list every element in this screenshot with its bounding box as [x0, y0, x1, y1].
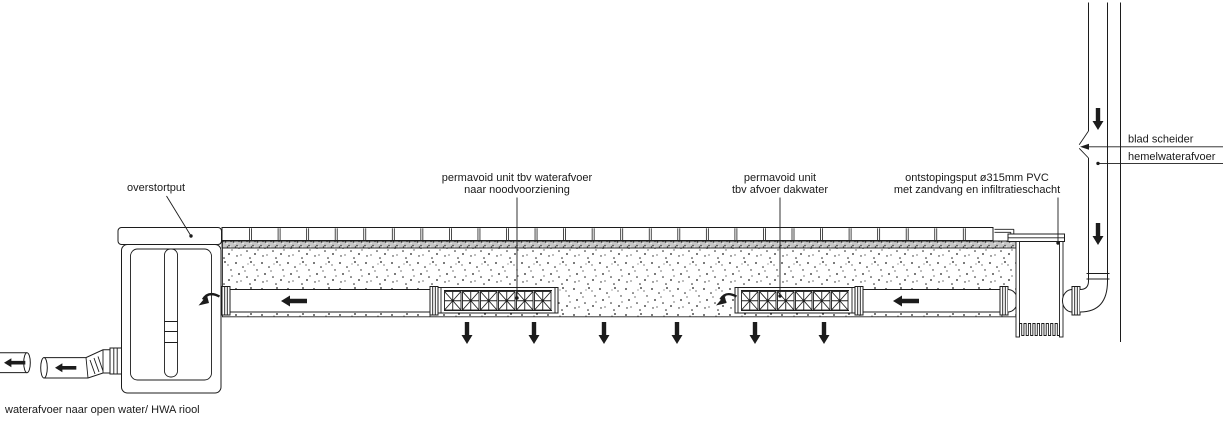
permavoid-crate-cell — [462, 291, 480, 311]
permavoid-crate-cell — [795, 291, 813, 311]
pipe-coupling — [854, 286, 864, 316]
permavoid-crate-cell — [480, 291, 498, 311]
callout-permavoid-emergency: permavoid unit tbv waterafvoer naar nood… — [442, 172, 593, 300]
leader-dot — [1096, 161, 1100, 166]
infiltration-arrow-icon — [818, 322, 830, 344]
leader-dot — [515, 296, 519, 300]
infiltration-arrow-icon — [749, 322, 761, 344]
permavoid-crate-cell — [516, 291, 534, 311]
drainage-level — [221, 286, 1018, 316]
infiltration-arrow-icon — [598, 322, 610, 344]
outlet-pipe-segment-far — [0, 352, 31, 374]
outlet-pipe-segment-near — [40, 349, 111, 379]
callout-permavoid-roof: permavoid unit tbv afvoer dakwater — [732, 172, 828, 298]
permavoid-crate-cell — [534, 291, 552, 311]
pipe-coupling — [429, 286, 439, 316]
leaf-separator-notch — [1078, 130, 1089, 159]
pavement-layer — [221, 227, 1015, 241]
leader-dot — [778, 294, 782, 298]
callout-overstortput: overstortput — [127, 182, 193, 238]
pit-wall-right — [1059, 241, 1064, 338]
paver-joints — [249, 228, 966, 240]
permavoid-crate-cell — [741, 291, 759, 311]
pipe-coupling — [999, 286, 1009, 316]
permavoid-crate-cell — [444, 291, 462, 311]
overstort-pit — [117, 227, 222, 394]
infiltration-shaft-serration — [1019, 323, 1060, 337]
permavoid-crate-cell — [813, 291, 831, 311]
bedding-layer — [221, 240, 1017, 249]
flow-arrow-left-icon — [4, 358, 26, 368]
ontstoping-pit — [1007, 233, 1081, 338]
pit-lid — [117, 227, 222, 245]
permavoid-row-2 — [734, 287, 856, 314]
permavoid-crate-cell — [831, 291, 849, 311]
outlet-pipes — [0, 347, 122, 379]
infiltration-arrow-icon — [671, 322, 683, 344]
infiltration-arrow-icon — [461, 322, 473, 344]
callout-label: met zandvang en infiltratieschacht — [894, 184, 1060, 196]
flow-arrow-down-icon — [1092, 223, 1104, 245]
pit-body — [121, 244, 222, 394]
callout-blad-scheider: blad scheider — [1080, 134, 1223, 150]
leader-dot — [189, 234, 193, 238]
callout-label: tbv afvoer dakwater — [732, 184, 828, 196]
callout-label: blad scheider — [1128, 134, 1194, 146]
pipe-end-cap — [1062, 289, 1073, 313]
pipe-coupling — [221, 286, 231, 316]
permavoid-crate-cell — [498, 291, 516, 311]
outlet-coupling — [109, 347, 122, 375]
infiltration-arrows — [461, 322, 830, 344]
flow-arrow-curved-icon — [198, 292, 221, 306]
pit-wall-left — [1015, 241, 1020, 338]
permavoid-row-1 — [437, 287, 559, 314]
label-waterafvoer-open-water: waterafvoer naar open water/ HWA riool — [4, 404, 200, 416]
permavoid-crate-cell — [759, 291, 777, 311]
leader-line — [166, 195, 192, 237]
callout-label: hemelwaterafvoer — [1128, 151, 1216, 163]
leader-arrowhead — [1080, 143, 1089, 150]
distribution-pipe-right — [862, 289, 1001, 313]
callout-label: permavoid unit — [744, 172, 816, 184]
callout-ontstopingsput: ontstopingsput ø315mm PVC met zandvang e… — [894, 172, 1060, 245]
bend-hatching — [89, 356, 104, 375]
leader-dot — [1056, 241, 1060, 245]
downpipe — [1078, 2, 1110, 313]
callout-label: ontstopingsput ø315mm PVC — [905, 172, 1049, 184]
flow-arrow-down-icon — [1092, 108, 1104, 130]
pit-baffle — [164, 248, 178, 378]
pipe-coupling — [1071, 286, 1081, 316]
callout-label: permavoid unit tbv waterafvoer — [442, 172, 593, 184]
edge-restraint — [994, 228, 1015, 241]
downpipe-right-wall — [1079, 2, 1108, 313]
pipe-joint-collar — [1086, 273, 1110, 280]
callout-hemelwaterafvoer: hemelwaterafvoer — [1096, 151, 1223, 166]
downpipe-left-wall — [1079, 2, 1089, 290]
callout-label: overstortput — [127, 182, 185, 194]
infiltration-arrow-icon — [528, 322, 540, 344]
callout-label: naar noodvoorziening — [464, 184, 570, 196]
distribution-pipe-left — [229, 289, 431, 313]
flow-arrow-curved-icon — [716, 292, 738, 306]
